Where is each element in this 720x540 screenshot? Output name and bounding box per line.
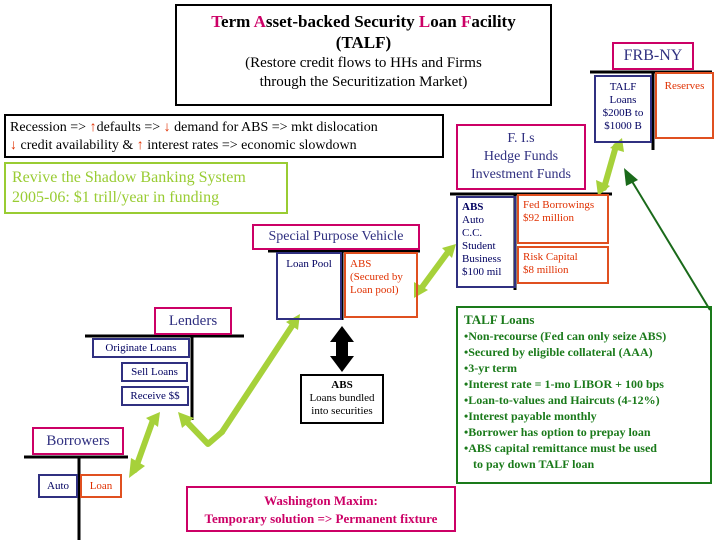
lenders-item: Sell Loans bbox=[121, 362, 188, 382]
frbny-label: FRB-NY bbox=[612, 42, 694, 70]
talf-loans-item: •Loan-to-values and Haircuts (4-12%) bbox=[464, 393, 660, 407]
hedge-funds-label: F. I.s Hedge Funds Investment Funds bbox=[456, 124, 586, 190]
talf-loans-title: TALF Loans bbox=[464, 312, 535, 327]
down-arrow-icon: ↓ bbox=[10, 138, 17, 153]
borrowers-auto-box: Auto bbox=[38, 474, 78, 498]
spv-hedge-arrow bbox=[417, 249, 451, 293]
frbny-reserves-box: Reserves bbox=[655, 72, 714, 139]
frbny-talf-line: Loans bbox=[609, 94, 637, 106]
title-line1: Term Asset-backed Security Loan Facility bbox=[177, 12, 550, 32]
shadow-line1: Revive the Shadow Banking System bbox=[12, 169, 246, 186]
lenders-item: Receive $$ bbox=[121, 386, 189, 406]
spv-label: Special Purpose Vehicle bbox=[252, 224, 420, 250]
title-part: A bbox=[253, 12, 266, 31]
lenders-zigzag-arrow-a bbox=[182, 417, 225, 447]
title-sub1: (Restore credit flows to HHs and Firms bbox=[245, 55, 482, 71]
recession-line2: ↓ credit availability & ↑ interest rates… bbox=[10, 138, 357, 153]
borrowers-label: Borrowers bbox=[32, 427, 124, 455]
talf-loans-item: •Non-recourse (Fed can only seize ABS) bbox=[464, 329, 667, 343]
title-part: acility bbox=[471, 12, 516, 31]
spv-loan-pool-box: Loan Pool bbox=[276, 252, 342, 320]
talf-loans-list: •Non-recourse (Fed can only seize ABS) •S… bbox=[464, 328, 704, 472]
title-part: L bbox=[418, 12, 431, 31]
double-arrow-icon bbox=[330, 326, 354, 372]
up-arrow-icon: ↑ bbox=[89, 120, 97, 135]
recession-line1: Recession => ↑defaults => ↓ demand for A… bbox=[10, 120, 378, 135]
talf-loans-item: •Interest rate = 1-mo LIBOR + 100 bps bbox=[464, 377, 664, 391]
talf-loans-item: •Interest payable monthly bbox=[464, 409, 597, 423]
hedge-abs-title: ABS bbox=[462, 201, 484, 213]
down-arrow-icon: ↓ bbox=[163, 120, 171, 135]
lenders-item: Originate Loans bbox=[92, 338, 190, 358]
title-part: T bbox=[211, 12, 222, 31]
title-part: oan bbox=[430, 12, 461, 31]
frbny-talf-line: $1000 B bbox=[604, 120, 642, 132]
frbny-talf-loans-box: TALF Loans $200B to $1000 B bbox=[594, 75, 652, 143]
borrowers-lenders-arrow bbox=[132, 417, 156, 473]
talf-loans-item: •3-yr term bbox=[464, 361, 517, 375]
talf-arrowhead-icon bbox=[624, 168, 638, 186]
title-part: F bbox=[460, 12, 472, 31]
flow-arrows bbox=[132, 143, 619, 473]
talf-loans-box: TALF Loans •Non-recourse (Fed can only s… bbox=[456, 306, 712, 484]
washington-maxim-box: Washington Maxim: Temporary solution => … bbox=[186, 486, 456, 532]
shadow-line2: 2005-06: $1 trill/year in funding bbox=[12, 189, 220, 206]
hedge-abs-box: ABS Auto C.C. Student Business $100 mil bbox=[456, 196, 516, 288]
lenders-spv-arrow bbox=[219, 323, 295, 435]
abs-bundled-box: ABS Loans bundled into securities bbox=[300, 374, 384, 424]
frbny-talf-line: TALF bbox=[609, 81, 637, 93]
frbny-talf-line: $200B to bbox=[602, 107, 644, 119]
shadow-banking-box: Revive the Shadow Banking System 2005-06… bbox=[4, 162, 288, 214]
hedge-frbny-arrow bbox=[601, 143, 619, 191]
risk-capital-box: Risk Capital $8 million bbox=[517, 246, 609, 284]
title-sub2: through the Securitization Market) bbox=[259, 74, 468, 90]
recession-box: Recession => ↑defaults => ↓ demand for A… bbox=[4, 114, 444, 158]
talf-loans-item: •Borrower has option to prepay loan bbox=[464, 425, 651, 439]
title-box: Term Asset-backed Security Loan Facility… bbox=[175, 4, 552, 106]
talf-loans-item: to pay down TALF loan bbox=[464, 457, 595, 471]
title-part: sset-backed Security bbox=[265, 12, 419, 31]
talf-to-frbny-arrow bbox=[629, 177, 711, 311]
fed-borrowings-box: Fed Borrowings $92 million bbox=[517, 194, 609, 244]
title-main: Term Asset-backed Security Loan Facility bbox=[211, 12, 515, 31]
talf-loans-item: •ABS capital remittance must be used bbox=[464, 441, 657, 455]
title-part: erm bbox=[221, 12, 254, 31]
lenders-label: Lenders bbox=[154, 307, 232, 335]
title-line2: (TALF) bbox=[335, 33, 392, 52]
spv-abs-box: ABS (Secured by Loan pool) bbox=[344, 252, 418, 318]
talf-loans-item: •Secured by eligible collateral (AAA) bbox=[464, 345, 653, 359]
up-arrow-icon: ↑ bbox=[136, 138, 144, 153]
borrowers-loan-box: Loan bbox=[80, 474, 122, 498]
